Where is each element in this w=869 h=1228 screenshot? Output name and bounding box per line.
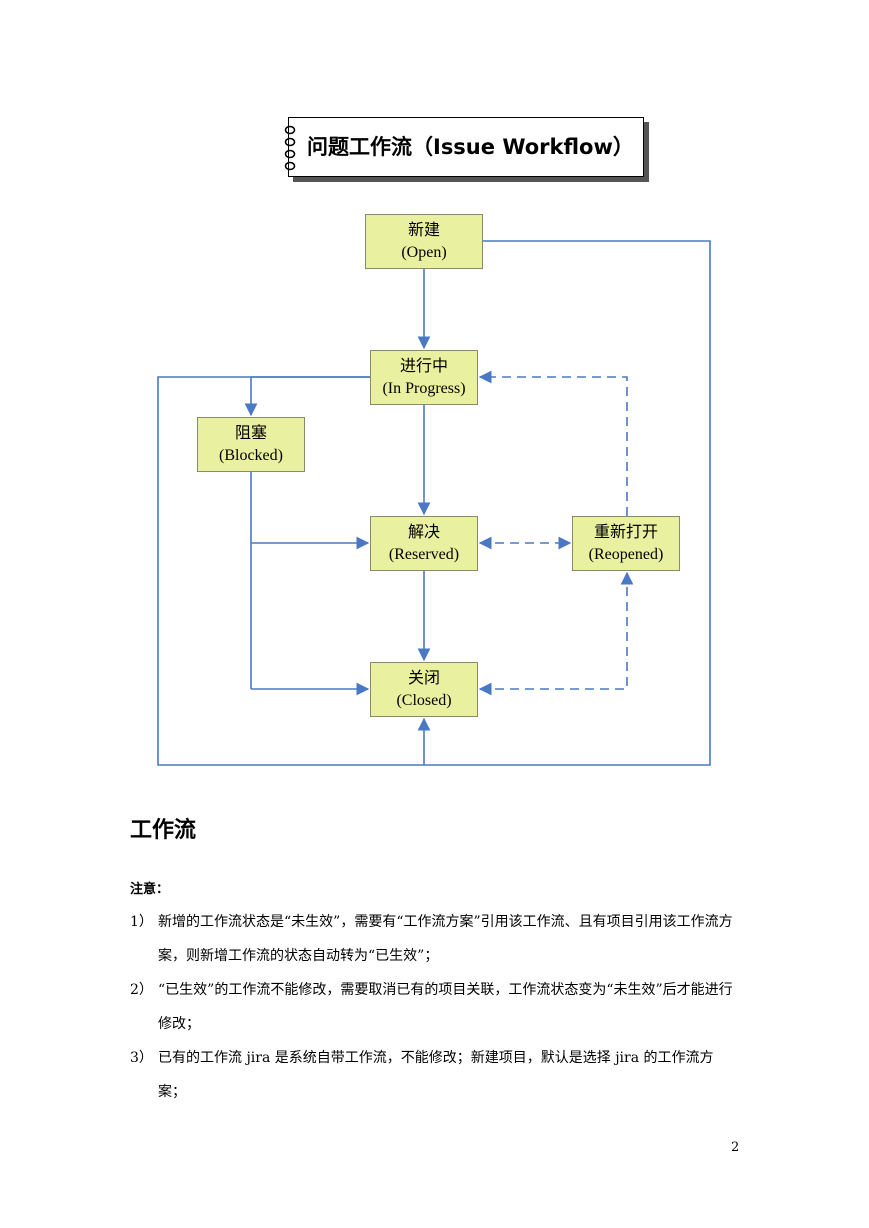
spiral-binding-icon [284,125,296,171]
title-banner: 问题工作流（Issue Workflow） [284,117,644,177]
state-open-en: (Open) [401,243,447,261]
state-blocked-cn: 阻塞 [234,424,267,442]
state-blocked: 阻塞 (Blocked) [197,417,305,472]
state-closed-en: (Closed) [396,691,452,709]
state-closed-cn: 关闭 [407,669,440,687]
state-in-progress: 进行中 (In Progress) [370,350,478,405]
list-item-text: 已有的工作流 jira 是系统自带工作流，不能修改；新建项目，默认是选择 jir… [158,1050,714,1100]
state-open-cn: 新建 [407,221,440,239]
state-reopened: 重新打开 (Reopened) [572,516,680,571]
state-closed: 关闭 (Closed) [370,662,478,717]
arrow-closed-reopened [478,571,634,696]
state-reopened-en: (Reopened) [588,545,664,563]
list-item: 3） 已有的工作流 jira 是系统自带工作流，不能修改；新建项目，默认是选择 … [130,1041,740,1109]
list-item: 2） “已生效”的工作流不能修改，需要取消已有的项目关联，工作流状态变为“未生效… [130,973,740,1041]
state-resolved: 解决 (Reserved) [370,516,478,571]
page-number: 2 [731,1140,740,1155]
list-item-number: 2） [130,982,153,998]
page-title: 问题工作流（Issue Workflow） [307,135,634,159]
state-blocked-en: (Blocked) [219,446,283,464]
state-resolved-en: (Reserved) [388,545,460,563]
list-item-text: “已生效”的工作流不能修改，需要取消已有的项目关联，工作流状态变为“未生效”后才… [158,982,733,1032]
list-item-number: 1） [130,914,153,930]
state-in-progress-en: (In Progress) [382,379,466,397]
section-heading: 工作流 [130,818,197,843]
state-resolved-cn: 解决 [407,523,440,541]
state-in-progress-cn: 进行中 [399,357,448,375]
notes-list: 1） 新增的工作流状态是“未生效”，需要有“工作流方案”引用该工作流、且有项目引… [130,905,740,1109]
arrow-progress-to-blocked [244,376,370,417]
list-item: 1） 新增的工作流状态是“未生效”，需要有“工作流方案”引用该工作流、且有项目引… [130,905,740,973]
arrow-reopened-to-progress [478,370,628,516]
list-item-number: 3） [130,1050,153,1066]
state-reopened-cn: 重新打开 [593,523,658,541]
state-open: 新建 (Open) [365,214,483,269]
notes-heading: 注意： [130,882,170,897]
list-item-text: 新增的工作流状态是“未生效”，需要有“工作流方案”引用该工作流、且有项目引用该工… [158,914,733,964]
